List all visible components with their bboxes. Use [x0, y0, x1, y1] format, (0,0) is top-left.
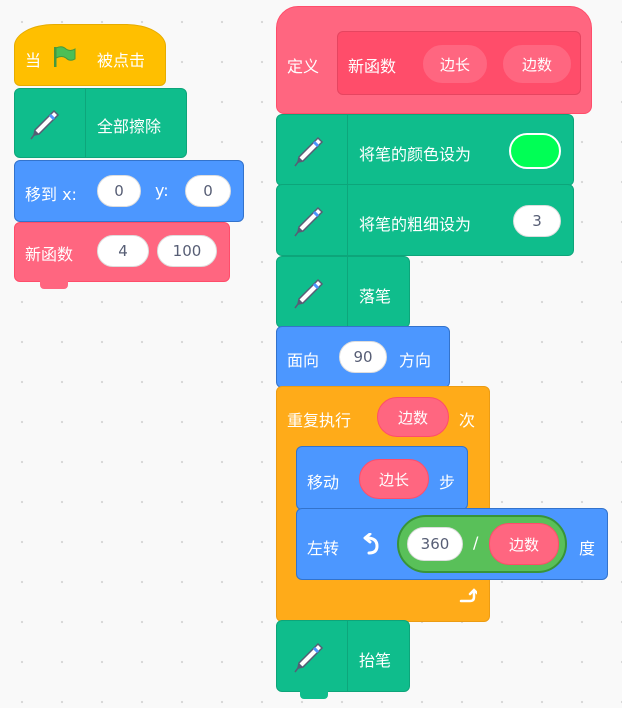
arg2-input[interactable]: 100	[157, 235, 217, 267]
move-steps-block[interactable]: 移动 边长 步	[296, 446, 468, 510]
turn-left-block[interactable]: 左转 360 / 边数 度	[296, 508, 608, 580]
rotate-left-icon	[359, 532, 383, 561]
function-name: 新函数	[348, 57, 397, 76]
param-side-count[interactable]: 边数	[502, 44, 572, 84]
arg1-input[interactable]: 4	[97, 235, 149, 267]
pen-icon	[291, 277, 325, 315]
green-flag-icon	[51, 45, 77, 73]
repeat-label-prefix: 重复执行	[287, 411, 352, 430]
divide-left-input[interactable]: 360	[407, 527, 463, 561]
pen-down-block[interactable]: 落笔	[276, 256, 410, 328]
block-separator	[347, 115, 348, 185]
go-to-xy-block[interactable]: 移到 x: 0 y: 0	[14, 160, 244, 222]
block-separator	[85, 89, 86, 157]
goto-label: 移到 x:	[25, 185, 77, 204]
block-notch	[40, 281, 68, 289]
color-swatch[interactable]	[509, 133, 561, 169]
call-label: 新函数	[25, 245, 74, 264]
set-pen-color-block[interactable]: 将笔的颜色设为	[276, 114, 574, 186]
move-label-prefix: 移动	[307, 473, 340, 492]
pen-down-label: 落笔	[359, 287, 392, 306]
define-label: 定义	[287, 57, 320, 76]
pen-icon	[27, 108, 61, 146]
pen-icon	[291, 135, 325, 173]
direction-input[interactable]: 90	[339, 341, 387, 373]
x-input[interactable]: 0	[97, 175, 141, 207]
turn-label-suffix: 度	[579, 539, 596, 558]
param-side-length[interactable]: 边长	[422, 44, 488, 84]
block-separator	[347, 185, 348, 255]
block-separator	[347, 257, 348, 327]
set-size-label: 将笔的粗细设为	[359, 215, 472, 234]
hat-label-suffix: 被点击	[97, 51, 146, 70]
pen-up-block[interactable]: 抬笔	[276, 620, 410, 692]
block-notch	[300, 691, 328, 699]
y-label: y:	[155, 181, 169, 200]
divide-operator[interactable]: 360 / 边数	[397, 515, 567, 573]
define-prototype[interactable]: 新函数 边长 边数	[337, 31, 581, 95]
move-steps-reporter[interactable]: 边长	[359, 459, 429, 499]
pen-size-input[interactable]: 3	[513, 205, 561, 237]
set-color-label: 将笔的颜色设为	[359, 145, 472, 164]
block-separator	[347, 621, 348, 691]
erase-all-block[interactable]: 全部擦除	[14, 88, 187, 158]
repeat-count-reporter[interactable]: 边数	[377, 397, 449, 437]
set-pen-size-block[interactable]: 将笔的粗细设为 3	[276, 184, 574, 256]
repeat-label-suffix: 次	[459, 411, 476, 430]
repeat-arrow-icon	[457, 587, 480, 611]
pen-up-label: 抬笔	[359, 651, 392, 670]
move-label-suffix: 步	[439, 473, 456, 492]
turn-label: 左转	[307, 539, 340, 558]
pen-icon	[291, 205, 325, 243]
erase-all-label: 全部擦除	[97, 117, 162, 136]
define-block[interactable]: 定义 新函数 边长 边数	[276, 6, 592, 114]
when-flag-clicked-block[interactable]: 当 被点击	[14, 24, 166, 86]
point-label-prefix: 面向	[287, 351, 320, 370]
pen-icon	[291, 641, 325, 679]
point-label-suffix: 方向	[399, 351, 432, 370]
point-direction-block[interactable]: 面向 90 方向	[276, 326, 450, 388]
divide-right-reporter[interactable]: 边数	[489, 523, 559, 565]
hat-label-prefix: 当	[25, 51, 42, 70]
call-custom-block[interactable]: 新函数 4 100	[14, 222, 230, 282]
divide-symbol: /	[473, 533, 479, 552]
y-input[interactable]: 0	[185, 175, 231, 207]
